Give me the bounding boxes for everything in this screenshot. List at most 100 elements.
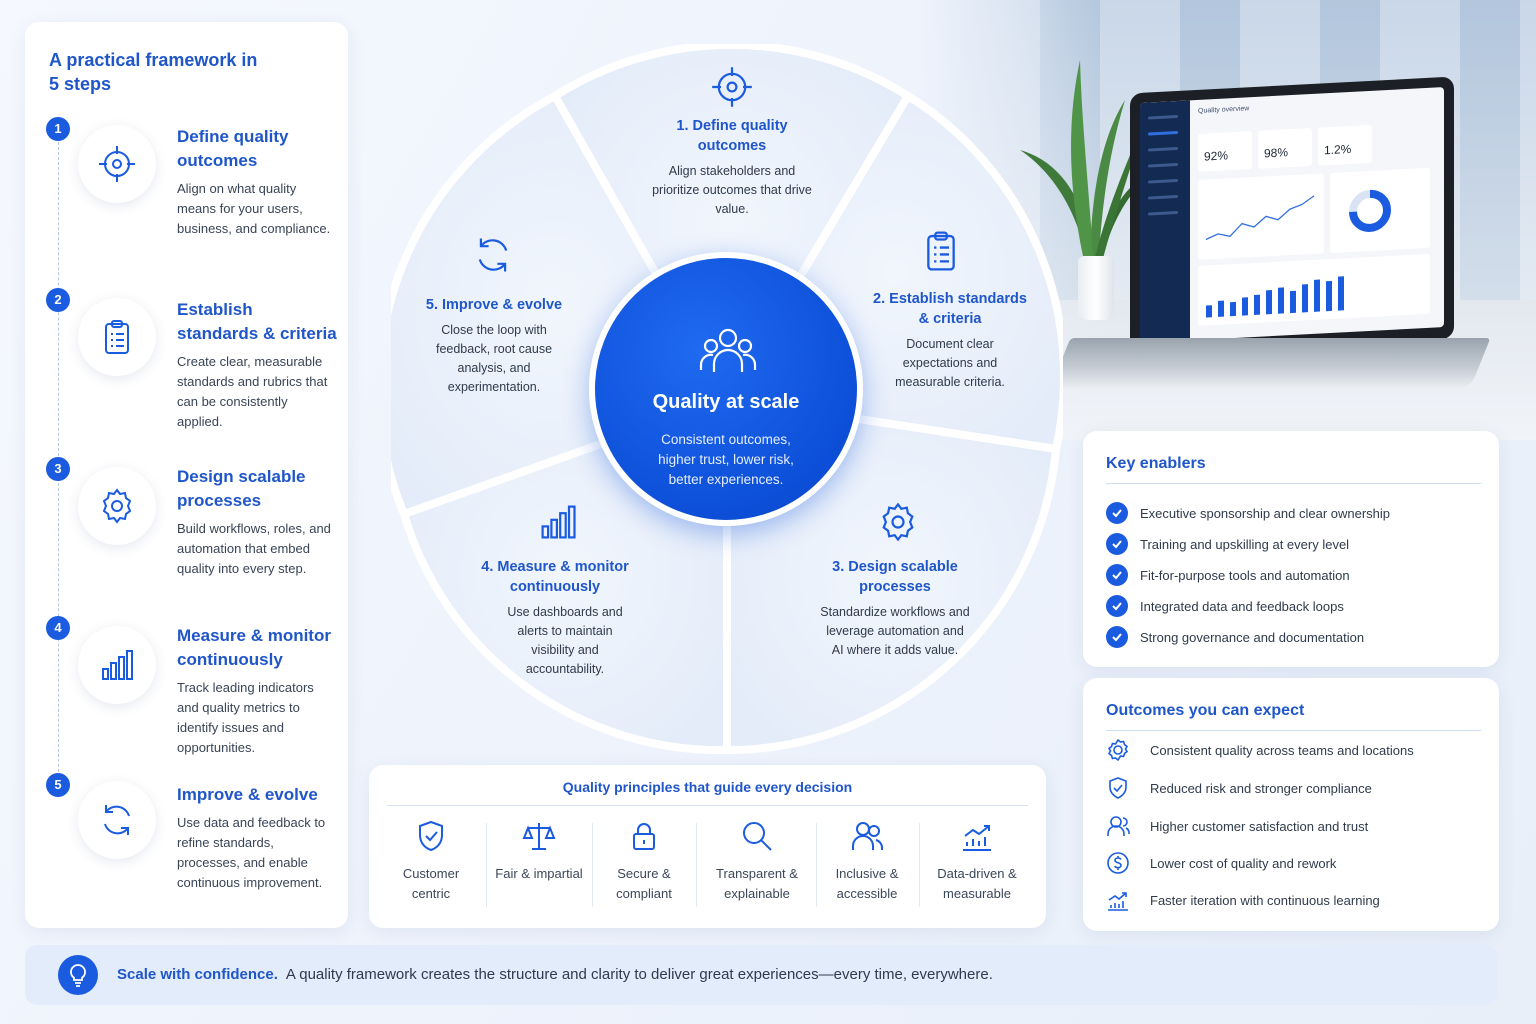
scales-icon [522, 823, 556, 850]
divider [816, 823, 817, 907]
step-number: 5 [46, 773, 70, 797]
divider [696, 823, 697, 907]
principle-label: Secure & compliant [616, 866, 672, 901]
magnifier-icon [743, 822, 772, 851]
divider [1106, 483, 1481, 484]
panel-title: A practical framework in 5 steps [49, 50, 258, 94]
hub-title: Quality at scale [652, 391, 800, 413]
divider [919, 823, 920, 907]
segment-title: 5. Improve & evolve [425, 297, 563, 313]
badge-icon [1107, 738, 1129, 762]
hub-description: Consistent outcomes, higher trust, lower… [658, 432, 794, 487]
segment-3-text: 3. Design scalable processes Standardize… [805, 557, 985, 660]
people-icon [699, 328, 757, 372]
segment-title: 3. Design scalable processes [832, 559, 958, 595]
outcomes-panel: Outcomes you can expect Consistent quali… [1083, 678, 1499, 931]
segment-4-text: 4. Measure & monitor continuously Use da… [470, 557, 640, 679]
framework-steps-panel: A practical framework in 5 steps 1 Defin… [25, 22, 348, 928]
footer-message: Scale with confidence. A quality framewor… [117, 966, 993, 983]
principle-label: Data-driven & measurable [937, 866, 1017, 901]
bar-chart-icon [541, 505, 576, 539]
step-description: Track leading indicators and quality met… [177, 680, 314, 755]
check-icon [1106, 533, 1128, 555]
principle-secure-compliant: Secure & compliant [598, 819, 690, 904]
laptop-sidebar [1140, 100, 1190, 343]
step-title: Define quality outcomes [177, 127, 289, 170]
check-icon [1106, 595, 1128, 617]
enabler-item: Training and upskilling at every level [1106, 533, 1349, 555]
segment-1-text: 1. Define quality outcomes Align stakeho… [652, 116, 812, 219]
outcome-item: Faster iteration with continuous learnin… [1106, 887, 1380, 913]
segment-description: Align stakeholders and prioritize outcom… [652, 164, 812, 216]
segment-description: Document clear expectations and measurab… [895, 337, 1005, 389]
segment-2-text: 2. Establish standards & criteria Docume… [870, 289, 1030, 392]
segment-5-text: 5. Improve & evolve Close the loop with … [419, 295, 569, 397]
segment-description: Standardize workflows and leverage autom… [820, 605, 970, 657]
enabler-item: Integrated data and feedback loops [1106, 595, 1344, 617]
step-title: Improve & evolve [177, 785, 318, 804]
check-icon [1106, 502, 1128, 524]
principle-label: Inclusive & accessible [835, 866, 899, 901]
step-description: Use data and feedback to refine standard… [177, 815, 326, 890]
principle-fair-impartial: Fair & impartial [493, 819, 585, 884]
target-icon [712, 67, 752, 107]
lightbulb-icon [58, 955, 98, 995]
people-icon [852, 822, 883, 850]
clipboard-icon [927, 231, 955, 271]
trend-chart-icon [1108, 892, 1128, 911]
laptop-donut-chart [1330, 167, 1430, 254]
target-icon [78, 125, 156, 203]
key-enablers-panel: Key enablers Executive sponsorship and c… [1083, 431, 1499, 667]
principles-title: Quality principles that guide every deci… [562, 779, 853, 795]
step-description: Create clear, measurable standards and r… [177, 354, 328, 429]
dollar-icon [1107, 852, 1129, 874]
outcome-item: Higher customer satisfaction and trust [1106, 813, 1368, 839]
laptop-screen: Quality overview 92% 98% 1.2% [1130, 76, 1454, 356]
step-description: Align on what quality means for your use… [177, 181, 331, 236]
divider [486, 823, 487, 907]
gear-icon [78, 467, 156, 545]
refresh-icon [478, 238, 508, 272]
step-description: Build workflows, roles, and automation t… [177, 521, 331, 576]
shield-check-icon [1109, 777, 1127, 799]
enablers-title: Key enablers [1106, 455, 1206, 472]
principles-panel: Quality principles that guide every deci… [369, 765, 1046, 928]
segment-title: 2. Establish standards & criteria [873, 291, 1027, 327]
plant-pot [1078, 256, 1114, 320]
step-number: 1 [46, 117, 70, 141]
footer-banner: Scale with confidence. A quality framewor… [25, 945, 1497, 1005]
laptop-base [1049, 338, 1491, 390]
enabler-item: Executive sponsorship and clear ownershi… [1106, 502, 1390, 524]
shield-check-icon [419, 820, 443, 852]
principle-inclusive-accessible: Inclusive & accessible [821, 819, 913, 904]
gear-icon [882, 502, 914, 542]
step-number: 4 [46, 616, 70, 640]
trend-chart-icon [963, 825, 991, 851]
outcome-item: Consistent quality across teams and loca… [1106, 737, 1414, 763]
footer-emphasis: Scale with confidence. [117, 966, 278, 983]
divider [1106, 730, 1481, 731]
principle-label: Customer centric [402, 866, 460, 901]
segment-description: Use dashboards and alerts to maintain vi… [507, 605, 623, 676]
step-title: Design scalable processes [177, 467, 306, 510]
step-number: 2 [46, 288, 70, 312]
outcomes-title: Outcomes you can expect [1106, 702, 1305, 719]
wheel-segment-1 [549, 44, 914, 407]
principle-label: Fair & impartial [495, 866, 583, 881]
step-number: 3 [46, 457, 70, 481]
check-icon [1106, 564, 1128, 586]
footer-body: A quality framework creates the structur… [285, 966, 993, 983]
user-icon [1107, 816, 1130, 836]
laptop-stat: 1.2% [1318, 124, 1372, 166]
clipboard-icon [78, 298, 156, 376]
laptop-bar-chart [1198, 253, 1430, 326]
outcome-item: Lower cost of quality and rework [1106, 850, 1336, 876]
divider [387, 805, 1028, 806]
segment-description: Close the loop with feedback, root cause… [435, 323, 553, 394]
laptop-stat: 98% [1258, 127, 1312, 169]
lock-icon [633, 823, 655, 850]
wheel-hub: Quality at scale Consistent outcomes, hi… [589, 252, 863, 526]
bar-chart-icon [78, 626, 156, 704]
check-icon [1106, 626, 1128, 648]
laptop-header: Quality overview [1198, 105, 1250, 115]
